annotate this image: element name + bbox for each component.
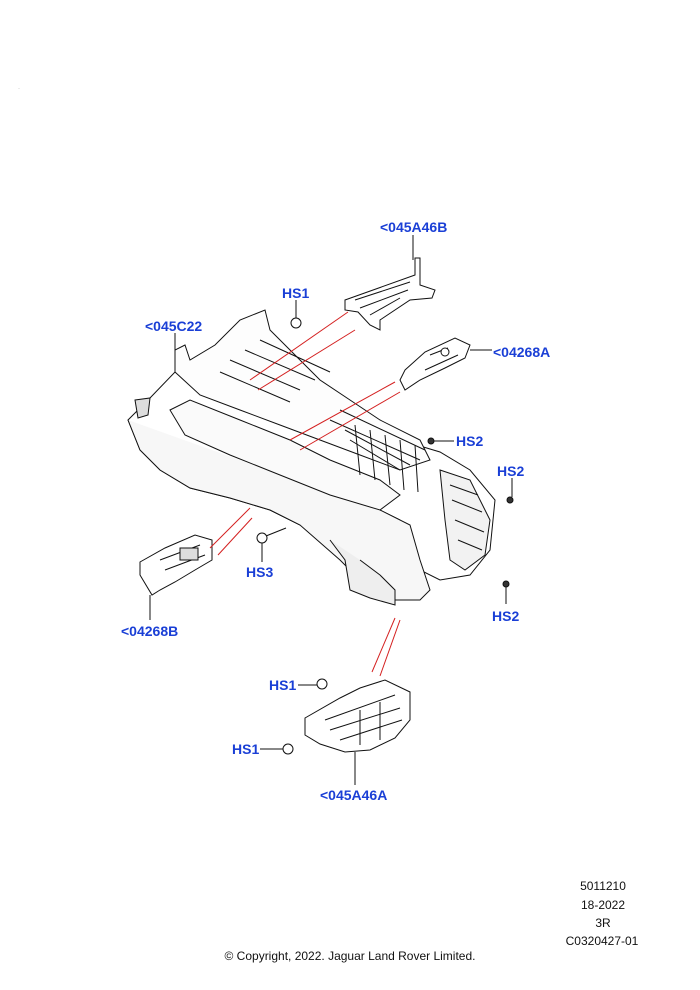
- bracket-04268A: [399, 337, 471, 391]
- fastener-hs1-top: [290, 317, 302, 329]
- callout-045C22: <045C22: [145, 318, 203, 334]
- callout-hs1-lower2: HS1: [232, 741, 260, 757]
- callout-045A46A: <045A46A: [320, 787, 388, 803]
- callout-hs2-mid: HS2: [456, 433, 484, 449]
- doc-date: 18-2022: [580, 898, 626, 912]
- doc-revision: 3R: [595, 916, 611, 930]
- callout-hs2-right: HS2: [497, 463, 525, 479]
- callout-045A46B: <045A46B: [380, 219, 448, 235]
- callout-hs1-top: HS1: [282, 285, 310, 301]
- callout-hs3: HS3: [246, 564, 274, 580]
- center-console-assembly: [127, 309, 496, 606]
- doc-number: 5011210: [580, 879, 626, 893]
- corner-mark: ·: [18, 86, 20, 92]
- fastener-hs1-lower1: [316, 678, 328, 690]
- bracket-045A46B: [344, 257, 436, 331]
- fastener-hs2-mid: [427, 437, 435, 445]
- callout-leaders: [149, 235, 513, 785]
- fastener-hs2-right: [506, 496, 514, 504]
- fastener-hs1-lower2: [282, 743, 294, 755]
- exploded-guide-lines: [209, 311, 401, 677]
- bracket-045A46A: [304, 679, 411, 753]
- fastener-hs2-bottom: [502, 580, 510, 588]
- callout-04268A: <04268A: [493, 344, 551, 360]
- fastener-hs3: [256, 532, 268, 544]
- callout-hs1-lower1: HS1: [269, 677, 297, 693]
- callout-hs2-bottom: HS2: [492, 608, 520, 624]
- bracket-04268B: [139, 534, 213, 596]
- copyright-notice: © Copyright, 2022. Jaguar Land Rover Lim…: [224, 949, 476, 963]
- callout-04268B: <04268B: [121, 623, 179, 639]
- doc-code: C0320427-01: [565, 934, 639, 948]
